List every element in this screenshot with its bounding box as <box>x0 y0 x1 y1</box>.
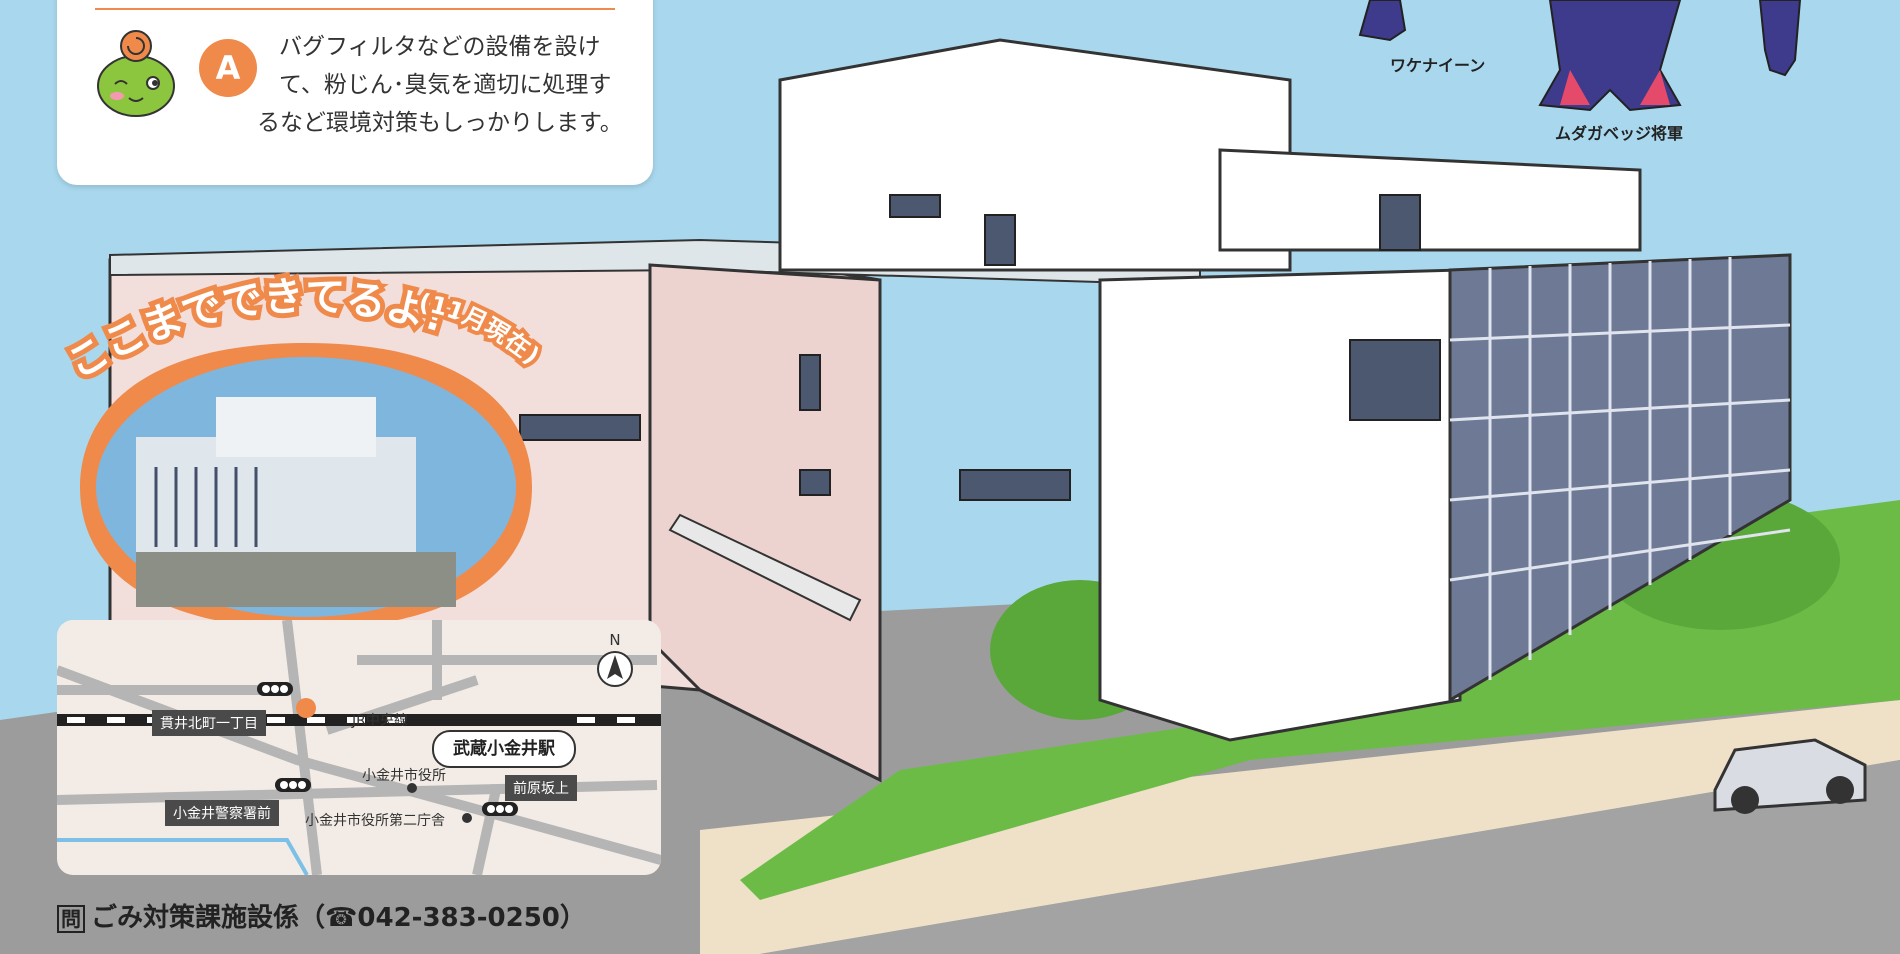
bubble-title-ribbon: ここまでできてるよ! (11月現在) <box>58 270 549 390</box>
contact-text: ごみ対策課施設係（☎042-383-0250） <box>91 903 586 933</box>
station-label: 武蔵小金井駅 <box>432 730 576 768</box>
building-upper-right <box>1218 148 1642 252</box>
stop-label-nukuikita: 貫井北町一丁目 <box>152 710 266 736</box>
mascot-third <box>1758 0 1802 77</box>
stop-label-maehara: 前原坂上 <box>505 775 577 801</box>
north-indicator: N <box>593 630 637 690</box>
building-mid-block <box>648 263 882 783</box>
city-hall-annex-label: 小金井市役所第二庁舎 <box>305 813 445 829</box>
info-text: バグフィルタなどの設備を設け て、粉じん･臭気を適切に処理す るなど環境対策もし… <box>199 28 629 142</box>
glass-facade <box>1448 253 1792 703</box>
info-card: A バグフィルタなどの設備を設け て、粉じん･臭気を適切に処理す るなど環境対策… <box>57 0 653 185</box>
city-hall-label: 小金井市役所 <box>362 768 446 784</box>
north-label: N <box>609 631 621 649</box>
compass-icon <box>597 651 633 687</box>
site-marker <box>296 698 316 718</box>
location-map: N 貫井北町一丁目 小金井警察署前 前原坂上 JR中央線 武蔵小金井駅 小金井市… <box>57 620 661 875</box>
rail-line-label: JR中央線 <box>352 713 408 729</box>
mascot-mudagabejji <box>1538 0 1682 112</box>
car <box>1713 738 1867 814</box>
badge-a: A <box>199 39 257 97</box>
bubble-title: ここまでできてるよ! <box>58 270 456 390</box>
svg-text:ここまでできてるよ!: ここまでできてるよ! <box>60 274 451 389</box>
inquiry-tag: 問 <box>57 904 85 933</box>
sidewalk <box>700 700 1900 954</box>
bus-stop-icon <box>482 802 518 816</box>
awning <box>668 513 862 622</box>
mascot-name-wakenaiin: ワケナイーン <box>1390 56 1486 75</box>
building-tower <box>778 38 1292 272</box>
info-line-3: るなど環境対策もしっかりします。 <box>257 110 623 136</box>
bus-stop-icon <box>275 778 311 792</box>
bus-stop-icon <box>257 682 293 696</box>
city-hall-dot <box>407 783 417 793</box>
info-line-2: て、粉じん･臭気を適切に処理す <box>279 72 612 98</box>
contact-info: 問ごみ対策課施設係（☎042-383-0250） <box>57 897 586 934</box>
green-mascot-icon <box>97 30 175 117</box>
card-rule <box>95 8 615 10</box>
photo-bubble <box>80 343 532 647</box>
info-line-1: バグフィルタなどの設備を設け <box>279 34 601 60</box>
mascot-wakenaiin <box>1358 0 1407 42</box>
city-hall-annex-dot <box>462 813 472 823</box>
stop-label-police: 小金井警察署前 <box>165 800 279 826</box>
street <box>760 760 1900 954</box>
mascot-name-mudagabejji: ムダガベッジ将軍 <box>1555 124 1684 143</box>
